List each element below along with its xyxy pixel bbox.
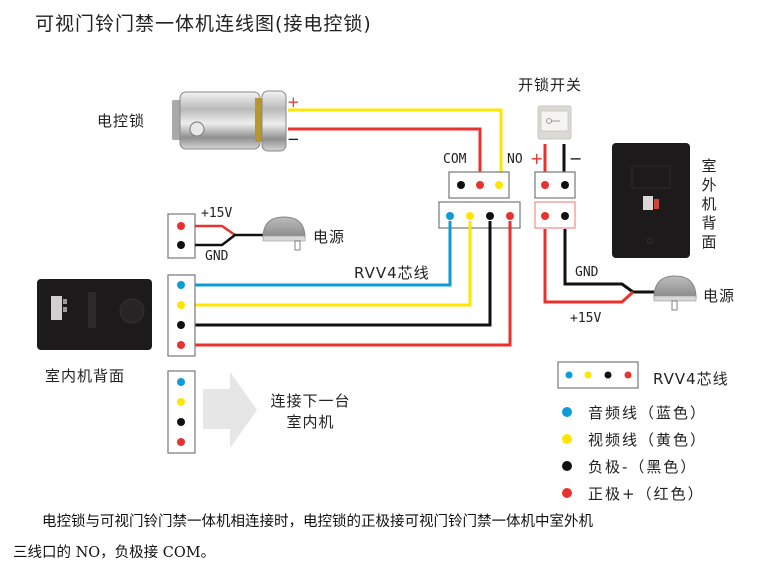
outdoor-power-terminal <box>534 201 576 229</box>
indoor-signal-terminal <box>167 274 196 357</box>
legend-dot-yellow <box>562 434 572 444</box>
outdoor-gnd-wire <box>563 229 660 294</box>
switch-minus-label: − <box>569 149 583 168</box>
legend-dot-black <box>562 461 572 471</box>
terminal-pin <box>561 212 569 220</box>
indoor-15v-wire <box>195 224 236 237</box>
blue-audio-wire <box>195 221 452 287</box>
next-unit-line2: 室内机 <box>286 413 335 431</box>
terminal-pin <box>177 321 185 329</box>
terminal-pin <box>457 181 465 189</box>
terminal-pin <box>486 212 494 220</box>
com-label: COM <box>443 152 467 167</box>
terminal-pin <box>177 438 185 446</box>
indoor-unit-label: 室内机背面 <box>45 367 126 385</box>
lock-plus-wire <box>288 108 503 176</box>
terminal-pin <box>476 181 484 189</box>
exit-button-icon <box>537 105 572 140</box>
legend-pin <box>624 371 632 379</box>
indoor-gnd-label: GND <box>205 249 229 264</box>
terminal-pin <box>446 212 454 220</box>
legend-item-red: 正极+（红色） <box>588 485 705 503</box>
outdoor-label-char: 外 <box>701 176 717 194</box>
terminal-pin <box>177 222 185 230</box>
legend-item-black: 负极-（黑色） <box>588 458 698 476</box>
no-label: NO <box>507 152 523 167</box>
outdoor-lock-terminal <box>448 171 510 199</box>
lock-plus-label: + <box>287 93 301 111</box>
legend-dot-blue <box>562 407 572 417</box>
terminal-pin <box>495 181 503 189</box>
indoor-power-terminal <box>167 213 196 259</box>
indoor-gnd-wire <box>195 233 268 247</box>
outdoor-signal-terminal <box>438 201 521 229</box>
next-unit-label: 连接下一台 室内机 <box>263 390 358 432</box>
legend-pin <box>604 371 612 379</box>
legend-cable-box <box>557 361 639 389</box>
terminal-pin <box>466 212 474 220</box>
indoor-15v-label: +15V <box>201 206 233 221</box>
legend-pin <box>565 371 573 379</box>
outdoor-power-label: 电源 <box>703 287 736 305</box>
diagram-title: 可视门铃门禁一体机连线图(接电控锁) <box>35 13 372 35</box>
outdoor-15v-wire <box>543 229 635 304</box>
outdoor-label-char: 面 <box>701 233 717 251</box>
indoor-unit-back-icon <box>37 279 152 350</box>
outdoor-switch-terminal <box>534 171 576 199</box>
terminal-pin <box>541 212 549 220</box>
switch-plus-label: + <box>530 149 544 168</box>
legend-item-yellow: 视频线（黄色） <box>588 431 708 449</box>
legend-dot-red <box>562 488 572 498</box>
terminal-pin <box>177 398 185 406</box>
indoor-power-label: 电源 <box>313 228 346 246</box>
outdoor-unit-back-icon <box>612 143 690 258</box>
terminal-pin <box>506 212 514 220</box>
terminal-pin <box>177 378 185 386</box>
indoor-power-adapter-icon <box>262 216 306 251</box>
terminal-pin <box>177 281 185 289</box>
lock-minus-wire <box>288 127 482 176</box>
legend-item-blue: 音频线（蓝色） <box>588 404 708 422</box>
terminal-pin <box>541 181 549 189</box>
black-negative-wire <box>195 221 492 327</box>
terminal-pin <box>177 241 185 249</box>
next-unit-line1: 连接下一台 <box>270 392 351 410</box>
yellow-video-wire <box>195 221 472 307</box>
terminal-pin <box>177 301 185 309</box>
outdoor-unit-label: 室 外 机 背 面 <box>700 157 718 252</box>
legend-cable-label: RVV4芯线 <box>653 370 729 388</box>
terminal-pin <box>561 181 569 189</box>
exit-switch-label: 开锁开关 <box>518 76 583 94</box>
cable-label: RVV4芯线 <box>354 264 430 282</box>
outdoor-power-adapter-icon <box>653 275 697 311</box>
terminal-pin <box>177 341 185 349</box>
outdoor-label-char: 室 <box>701 157 717 175</box>
red-positive-wire <box>195 221 512 347</box>
next-unit-arrow-icon <box>203 372 257 448</box>
terminal-pin <box>177 418 185 426</box>
electric-lock-icon <box>172 90 287 152</box>
outdoor-label-char: 背 <box>701 214 717 232</box>
lock-minus-label: − <box>287 130 301 148</box>
lock-label: 电控锁 <box>97 112 146 130</box>
note-line-1: 电控锁与可视门铃门禁一体机相连接时，电控锁的正极接可视门铃门禁一体机中室外机 <box>42 514 593 530</box>
note-line-2: 三线口的 NO，负极接 COM。 <box>13 545 216 561</box>
outdoor-gnd-label: GND <box>575 265 599 280</box>
next-unit-terminal <box>167 370 196 454</box>
legend-pin <box>584 371 592 379</box>
outdoor-15v-label: +15V <box>570 311 602 326</box>
outdoor-label-char: 机 <box>701 195 717 213</box>
